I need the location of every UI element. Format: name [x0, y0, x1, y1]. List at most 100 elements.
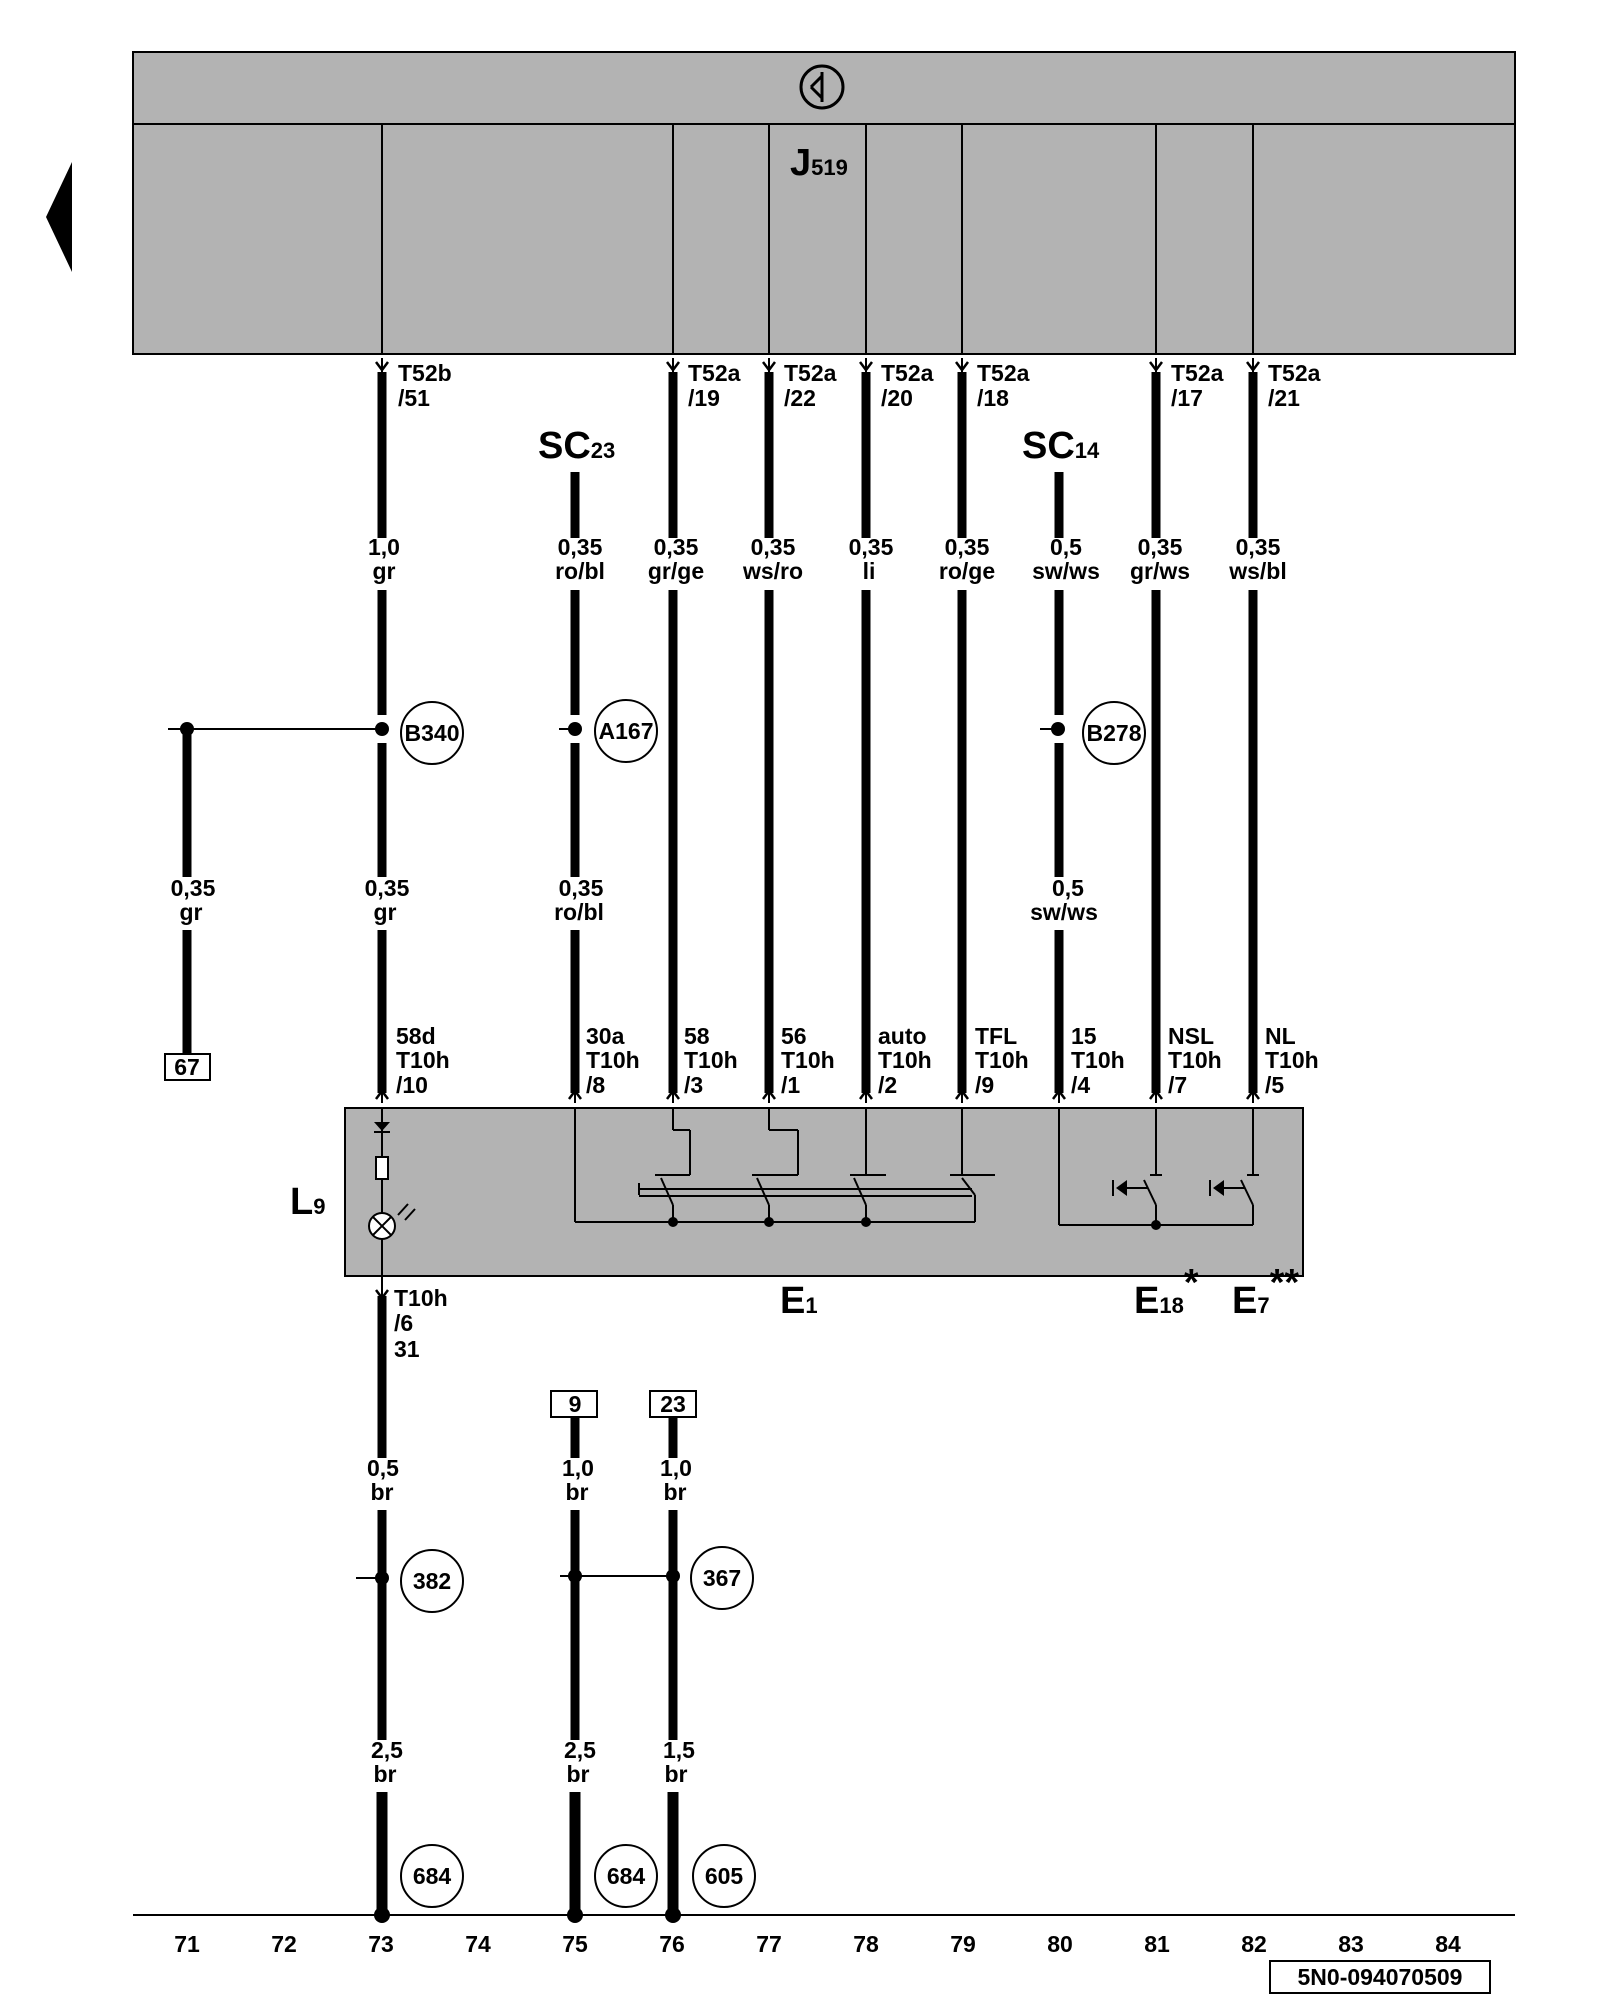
terminal-num: /4 [1071, 1072, 1090, 1098]
wire-harness [182, 372, 1258, 1915]
wire-gauge: 1,0 [368, 534, 400, 560]
terminal-pin: T10h [586, 1047, 640, 1073]
wire-color: br [664, 1479, 687, 1505]
wire-gauge: 0,35 [365, 875, 410, 901]
scale-number: 82 [1241, 1931, 1267, 1957]
terminal-name: auto [878, 1023, 927, 1049]
conn-pin-label: T52a [881, 360, 934, 386]
component-label-e1: E1 [780, 1280, 818, 1322]
reference-circle-label: 367 [703, 1565, 741, 1591]
wire-gauge: 2,5 [371, 1737, 403, 1763]
reference-circle-label: 382 [413, 1568, 451, 1594]
conn-pin-label: T52a [1268, 360, 1321, 386]
bottom-conn-pin: T10h [394, 1285, 448, 1311]
wire-color: ws/bl [1228, 558, 1287, 584]
terminal-num: /3 [684, 1072, 703, 1098]
conn-num-label: /17 [1171, 385, 1203, 411]
wire-gauge: 1,5 [663, 1737, 695, 1763]
wire-color: gr [180, 899, 203, 925]
control-unit-label: J519 [790, 142, 848, 184]
switch-dots [668, 1180, 1224, 1230]
reference-circle [690, 1546, 754, 1610]
wire-specs-upper: 1,0 gr 0,35 ro/bl 0,35 gr/ge 0,35 ws/ro … [368, 534, 1287, 584]
reference-circle [400, 1549, 464, 1613]
component-label-e7: E7** [1232, 1262, 1299, 1322]
reference-circle [692, 1844, 756, 1908]
doc-id-box [1269, 1960, 1491, 1994]
terminal-num: /10 [396, 1072, 428, 1098]
scale-number: 72 [271, 1931, 297, 1957]
internal-wires-j519 [381, 124, 1254, 354]
ref-box-23: 23 [660, 1391, 686, 1417]
wire-gauge: 0,5 [1052, 875, 1084, 901]
reference-circle-label: 605 [705, 1863, 744, 1889]
terminal-pin: T10h [396, 1047, 450, 1073]
terminal-num: /1 [781, 1072, 800, 1098]
bottom-conn-num: /6 [394, 1310, 413, 1336]
conn-num-label: /51 [398, 385, 430, 411]
terminal-pin: T10h [878, 1047, 932, 1073]
wire-gauge: 0,5 [1050, 534, 1082, 560]
terminal-pin: T10h [1071, 1047, 1125, 1073]
wire-gauge: 0,35 [558, 534, 603, 560]
conn-pin-label: T52a [688, 360, 741, 386]
conn-num-label: /19 [688, 385, 720, 411]
wire-specs-lower: 0,5 br 1,0 br 1,0 br 2,5 br 2,5 br 1,5 b… [367, 1455, 695, 1787]
wire-color: br [566, 1479, 589, 1505]
scale-number: 76 [659, 1931, 685, 1957]
conn-pin-label: T52a [784, 360, 837, 386]
terminal-pin: T10h [684, 1047, 738, 1073]
connector-pins [375, 358, 1260, 1302]
terminal-name: 58 [684, 1023, 710, 1049]
top-connector-labels: T52b /51 T52a /19 T52a /22 T52a /20 T52a… [398, 360, 1321, 411]
component-box-light-switch [344, 1107, 1304, 1277]
scale-number: 80 [1047, 1931, 1073, 1957]
ref-box-67: 67 [174, 1054, 200, 1080]
wire-color: br [665, 1761, 688, 1787]
wire-specs-mid: 0,35 gr 0,35 gr 0,35 ro/bl 0,5 sw/ws [171, 875, 1098, 925]
terminal-pin: T10h [1265, 1047, 1319, 1073]
wire-color: ro/bl [555, 558, 605, 584]
reference-circle [400, 701, 464, 765]
terminal-num: /5 [1265, 1072, 1284, 1098]
scale-number: 73 [368, 1931, 394, 1957]
component-label-l9: L9 [290, 1181, 325, 1223]
wire-color: gr [374, 899, 397, 925]
scale-number: 77 [756, 1931, 782, 1957]
sc14-label: SC14 [1022, 425, 1100, 467]
conn-num-label: /18 [977, 385, 1009, 411]
scale-number: 75 [562, 1931, 588, 1957]
sc23-label: SC23 [538, 425, 615, 467]
terminal-num: /8 [586, 1072, 605, 1098]
scale-number: 78 [853, 1931, 879, 1957]
reference-circle [400, 1844, 464, 1908]
terminal-name: NL [1265, 1023, 1296, 1049]
conn-num-label: /22 [784, 385, 816, 411]
terminal-num: /7 [1168, 1072, 1187, 1098]
ref-box-9: 9 [569, 1391, 582, 1417]
reference-circle-label: A167 [599, 718, 654, 744]
wire-color: br [567, 1761, 590, 1787]
wire-color: br [374, 1761, 397, 1787]
wire-gauge: 2,5 [564, 1737, 596, 1763]
ref-boxes: 67 9 23 [164, 1053, 697, 1418]
scale-number: 84 [1435, 1931, 1461, 1957]
wire-color: sw/ws [1032, 558, 1100, 584]
terminal-name: TFL [975, 1023, 1017, 1049]
reference-circle [594, 699, 658, 763]
wire-gauge: 0,35 [171, 875, 216, 901]
wire-gauge: 0,35 [945, 534, 990, 560]
wire-gauge: 0,5 [367, 1455, 399, 1481]
switch-circuit [368, 1108, 1259, 1286]
doc-id: 5N0-094070509 [1298, 1964, 1463, 1990]
conn-num-label: /21 [1268, 385, 1300, 411]
page-back-arrow-icon[interactable] [46, 162, 72, 272]
wire-gauge: 1,0 [660, 1455, 692, 1481]
scale-number: 83 [1338, 1931, 1364, 1957]
scale-number: 71 [174, 1931, 200, 1957]
reference-circle [1082, 701, 1146, 765]
wire-color: gr [373, 558, 396, 584]
terminal-num: /9 [975, 1072, 994, 1098]
